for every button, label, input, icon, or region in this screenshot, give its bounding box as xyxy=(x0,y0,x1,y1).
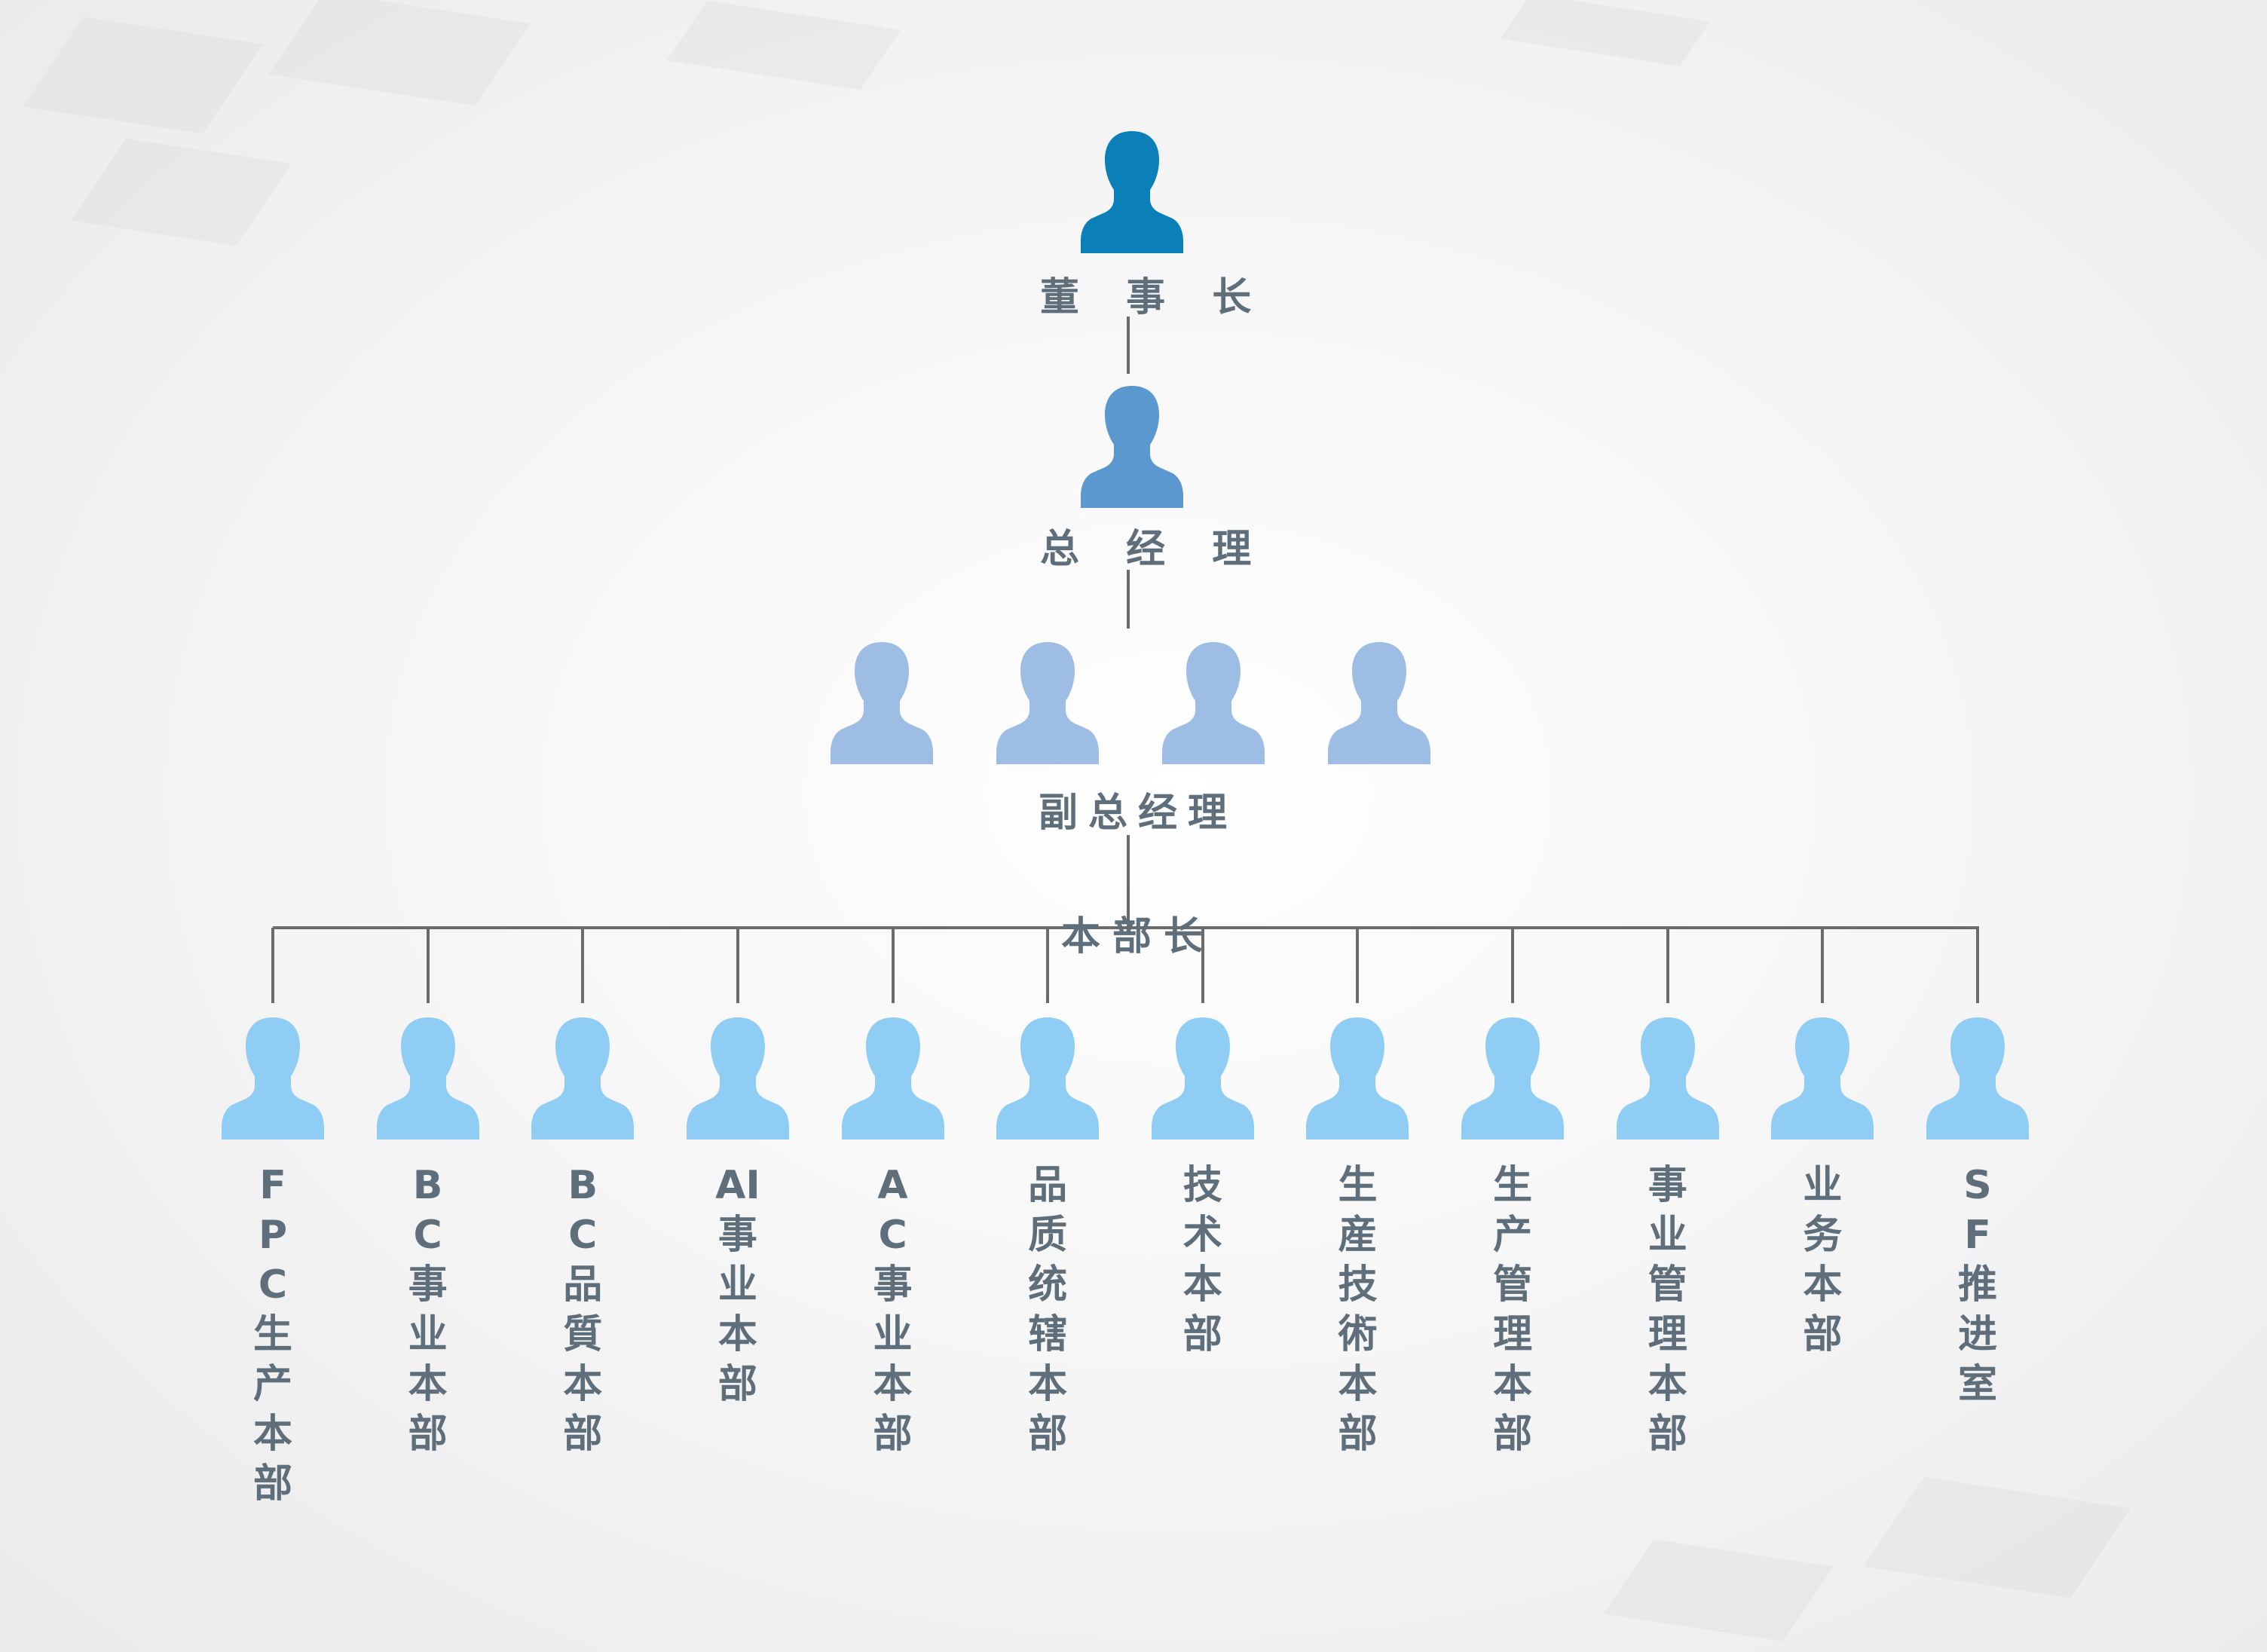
division-bus-line xyxy=(273,926,1979,929)
person-icon xyxy=(1081,386,1183,508)
division-head-avatar xyxy=(530,1013,635,1140)
division-connector-line xyxy=(1821,928,1825,1003)
division-connector-line xyxy=(581,928,585,1003)
deputy-manager-avatar xyxy=(829,638,935,764)
person-icon xyxy=(686,1017,789,1140)
division-label: FPC生产本部 xyxy=(252,1163,292,1507)
division-connector-line xyxy=(1201,928,1204,1003)
division-label: AC事业本部 xyxy=(873,1163,913,1457)
division-head-avatar xyxy=(1925,1013,2030,1140)
division-connector-line xyxy=(1046,928,1050,1003)
general-manager-avatar xyxy=(1079,381,1185,508)
person-icon xyxy=(1328,642,1430,764)
division-label: BC事业本部 xyxy=(408,1163,448,1457)
person-icon xyxy=(831,642,933,764)
person-icon xyxy=(1771,1017,1874,1140)
division-head-avatar xyxy=(1615,1013,1721,1140)
connector-line xyxy=(1127,570,1130,629)
deputy-manager-avatar xyxy=(1326,638,1432,764)
division-connector-line xyxy=(736,928,739,1003)
person-icon xyxy=(996,642,1099,764)
division-head-avatar xyxy=(685,1013,791,1140)
division-connector-line xyxy=(891,928,895,1003)
division-label: AI事业本部 xyxy=(715,1163,760,1407)
person-icon xyxy=(531,1017,635,1140)
division-heads-title: 本部长 xyxy=(1060,914,1215,959)
division-head-avatar xyxy=(1770,1013,1875,1140)
division-label: 生産技術本部 xyxy=(1338,1163,1378,1457)
general-manager-title: 总 经 理 xyxy=(1040,527,1268,572)
person-icon xyxy=(1151,1017,1254,1140)
division-label: BC品質本部 xyxy=(563,1163,603,1457)
division-connector-line xyxy=(1356,928,1360,1003)
person-icon xyxy=(1081,131,1183,253)
deputy-manager-avatar xyxy=(995,638,1100,764)
chairman-title: 董 事 长 xyxy=(1040,275,1268,320)
person-icon xyxy=(1926,1017,2029,1140)
connector-line xyxy=(1127,835,1130,928)
division-connector-line xyxy=(1666,928,1669,1003)
division-head-avatar xyxy=(840,1013,946,1140)
division-label: 生产管理本部 xyxy=(1493,1163,1533,1457)
division-label: SF推进室 xyxy=(1957,1163,1997,1407)
division-head-avatar xyxy=(1305,1013,1410,1140)
person-icon xyxy=(376,1017,479,1140)
person-icon xyxy=(1616,1017,1719,1140)
division-connector-line xyxy=(1511,928,1515,1003)
deputy-manager-title: 副总经理 xyxy=(1038,791,1238,836)
division-head-avatar xyxy=(1460,1013,1565,1140)
division-head-avatar xyxy=(375,1013,481,1140)
person-icon xyxy=(1461,1017,1565,1140)
division-label: 技术本部 xyxy=(1182,1163,1222,1357)
person-icon xyxy=(1162,642,1265,764)
division-head-avatar xyxy=(995,1013,1100,1140)
person-icon xyxy=(1306,1017,1409,1140)
deputy-manager-avatar xyxy=(1161,638,1266,764)
division-label: 业务本部 xyxy=(1803,1163,1843,1357)
person-icon xyxy=(996,1017,1100,1140)
division-connector-line xyxy=(271,928,274,1003)
connector-line xyxy=(1127,317,1130,374)
division-label: 事业管理本部 xyxy=(1647,1163,1687,1457)
person-icon xyxy=(841,1017,944,1140)
division-label: 品质统辖本部 xyxy=(1028,1163,1068,1457)
division-connector-line xyxy=(426,928,430,1003)
chairman-avatar xyxy=(1079,127,1185,253)
division-connector-line xyxy=(1976,928,1979,1003)
division-head-avatar xyxy=(220,1013,326,1140)
person-icon xyxy=(222,1017,324,1140)
division-head-avatar xyxy=(1150,1013,1256,1140)
